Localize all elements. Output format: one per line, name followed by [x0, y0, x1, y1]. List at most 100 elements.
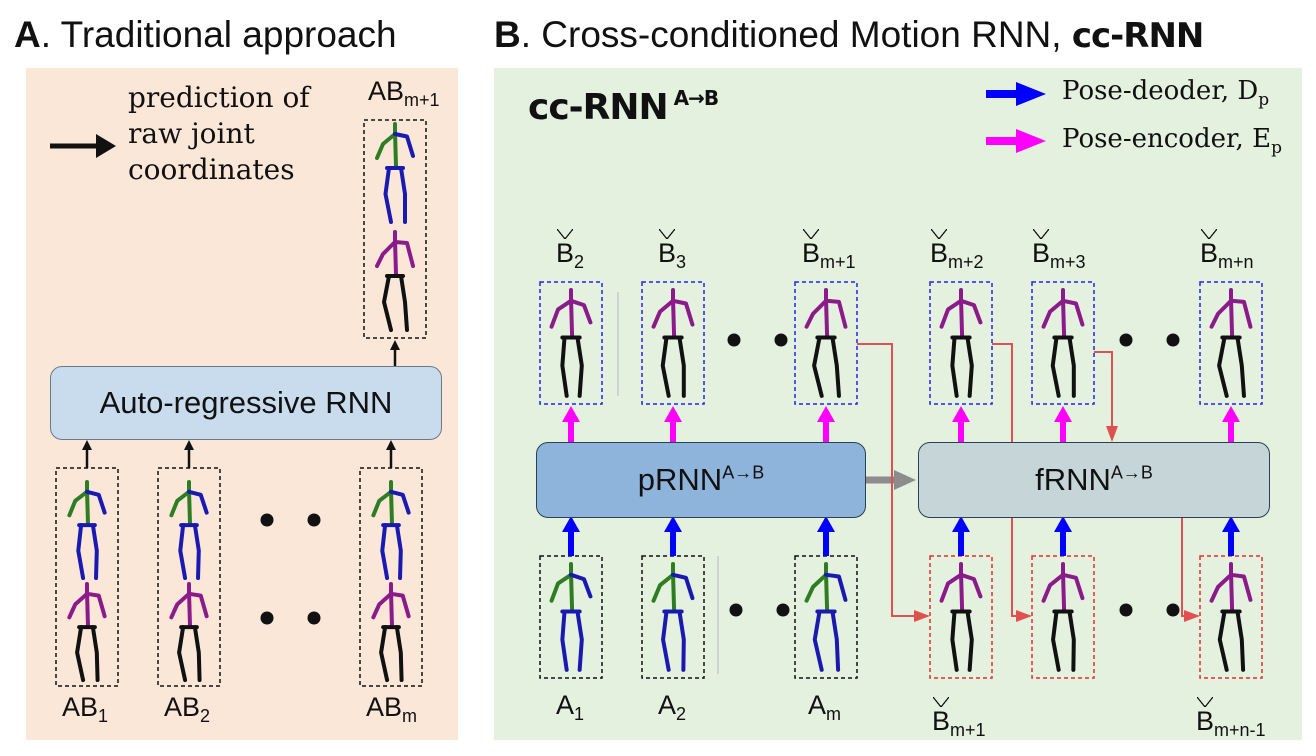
dots-b-bottom-2	[776, 603, 790, 617]
arrow-abm-to-rnn-head	[386, 440, 396, 450]
label-a-2: A2	[658, 690, 686, 725]
skel-a-abm-1-arm-right	[389, 489, 411, 515]
frnn-label-base: fRNN	[1035, 462, 1111, 497]
skel-b-bmn-arm-left	[1209, 298, 1233, 329]
legend-decoder: Pose-deoder, Dp	[1062, 76, 1269, 110]
skel-a-ab2-2-arm-right	[187, 591, 209, 619]
autoregressive-rnn-box: Auto-regressive RNN	[50, 366, 442, 440]
skel-b-in-bhm1-arm-left	[939, 572, 963, 603]
label-ab-2: AB2	[164, 692, 210, 727]
encoder-arrow-b3-head	[664, 406, 682, 422]
cc-rnn-heading-base: cc-RNN	[528, 87, 669, 128]
label-bhat-mn-base: B	[1200, 229, 1219, 268]
arrow-rnn-to-output-head	[390, 340, 400, 350]
skel-a-ab2-1-spine	[187, 480, 192, 526]
skel-a-ab2-2-spine	[187, 582, 192, 628]
skel-b-b3-arm-right	[671, 298, 695, 327]
dots-b-top-right-1	[1119, 333, 1133, 347]
label-bhat-m3-base: B	[1032, 229, 1051, 268]
skel-a-ab1-2-leg-left	[75, 625, 86, 683]
dots-a-top-2	[307, 513, 321, 527]
skel-b-b3-arm-left	[651, 298, 675, 329]
skel-a-top-2-arm-left	[375, 240, 397, 268]
skel-a-top-2-spine	[393, 230, 398, 276]
skel-a-ab2-2-leg-right	[192, 625, 202, 683]
label-bhat-m2: Bm+2	[930, 229, 984, 273]
dots-b-top-1	[727, 333, 741, 347]
autoregressive-rnn-label: Auto-regressive RNN	[99, 385, 393, 420]
dots-b-bottom-right-2	[1166, 603, 1180, 617]
skel-b-b2-spine	[569, 288, 575, 338]
label-a-m-base: A	[808, 690, 827, 720]
skel-a-ab1-1-spine	[85, 480, 90, 526]
panel-b	[494, 68, 1302, 740]
skel-b-in-am-arm-right	[824, 572, 848, 602]
frnn-label-sup: A→B	[1110, 462, 1153, 483]
skel-a-ab1-1-arm-left	[67, 489, 89, 518]
label-bhat-3: B3	[658, 229, 686, 273]
decoder-arrow-bhm2-head	[1054, 516, 1072, 532]
feedback-to-bhmn1	[1181, 516, 1200, 622]
label-bhat-m3-sub: m+3	[1050, 252, 1086, 272]
pred-box-b2	[539, 281, 603, 405]
pred-box-bm3	[1031, 281, 1095, 405]
skel-a-ab1-2-arm-left	[67, 591, 89, 620]
panel-a-note: prediction of raw joint coordinates	[128, 80, 310, 188]
encoder-arrow-b2-head	[562, 406, 580, 422]
skel-b-in-a2-leg-right	[677, 609, 686, 672]
skel-a-ab1-2-spine	[85, 582, 90, 628]
skel-a-abm-1-leg-left	[380, 523, 390, 581]
skel-b-bmn-leg-left	[1217, 335, 1229, 398]
decoder-arrow-a1-head	[562, 516, 580, 532]
label-ab-1-base: AB	[62, 692, 99, 722]
skel-a-ab1-2-leg-right	[90, 625, 100, 683]
cc-rnn-heading-sup: A→B	[673, 86, 719, 110]
label-ab-2-base: AB	[164, 692, 201, 722]
skel-b-bm2-arm-left	[939, 298, 963, 329]
label-a-2-base: A	[658, 690, 677, 720]
skel-b-in-bhmn1-arm-left	[1209, 572, 1233, 603]
label-a-1-sub: 1	[574, 704, 585, 724]
arrow-ab1-to-rnn-head	[82, 440, 92, 450]
skel-b-in-a1-arm-right	[569, 572, 593, 599]
label-bhat-bottom-m1-base: B	[932, 697, 951, 736]
title-b-letter: B	[494, 14, 521, 55]
skel-b-bm3-spine	[1061, 288, 1067, 338]
skel-a-ab2-2-arm-left	[169, 591, 191, 620]
skel-b-in-a2-spine	[671, 562, 677, 612]
feedback-bm3-to-frnn	[1094, 351, 1118, 442]
label-bhat-m2-base: B	[930, 229, 949, 268]
label-bhat-mn-sub: m+n	[1218, 252, 1254, 272]
note-line-1: prediction of	[128, 81, 310, 114]
title-a-text: . Traditional approach	[40, 14, 397, 55]
skel-a-abm-1-spine	[389, 480, 394, 526]
skel-b-in-bhmn1-spine	[1229, 562, 1235, 612]
prnn-label-base: pRNN	[637, 462, 723, 497]
skel-a-top-1-arm-right	[393, 132, 415, 158]
skel-b-in-bhm2-arm-right	[1061, 572, 1085, 601]
skel-b-in-bhm1-leg-right	[965, 609, 974, 672]
skel-b-in-bhm2-spine	[1061, 562, 1067, 612]
decoder-arrow-bhm1-head	[952, 516, 970, 532]
skel-a-abm-2-arm-left	[371, 591, 393, 620]
skel-b-b2-leg-left	[560, 335, 569, 398]
label-ab-m1-sub: m+1	[404, 90, 440, 110]
legend-encoder: Pose-encoder, Ep	[1062, 124, 1282, 158]
label-a-m: Am	[808, 690, 841, 725]
label-bhat-bottom-mn1-base: B	[1196, 697, 1215, 736]
dots-a-bottom-2	[307, 611, 321, 625]
label-ab-1: AB1	[62, 692, 108, 727]
skel-b-bm3-leg-right	[1067, 335, 1076, 398]
title-b-text: . Cross-conditioned Motion RNN,	[520, 14, 1072, 55]
title-b-code: cc-RNN	[1071, 16, 1205, 56]
label-bhat-bottom-mn1-sub: m+n-1	[1214, 720, 1266, 740]
prnn-box: pRNNA→B	[536, 442, 866, 518]
label-bhat-m1-sub: m+1	[820, 252, 856, 272]
skel-b-bm1-leg-right	[830, 335, 841, 398]
skel-b-b2-arm-right	[569, 298, 593, 325]
skel-a-ab1-2-arm-right	[85, 591, 107, 619]
title-a: A. Traditional approach	[14, 14, 397, 56]
note-line-2: raw joint	[128, 117, 255, 150]
label-a-2-sub: 2	[676, 704, 687, 724]
